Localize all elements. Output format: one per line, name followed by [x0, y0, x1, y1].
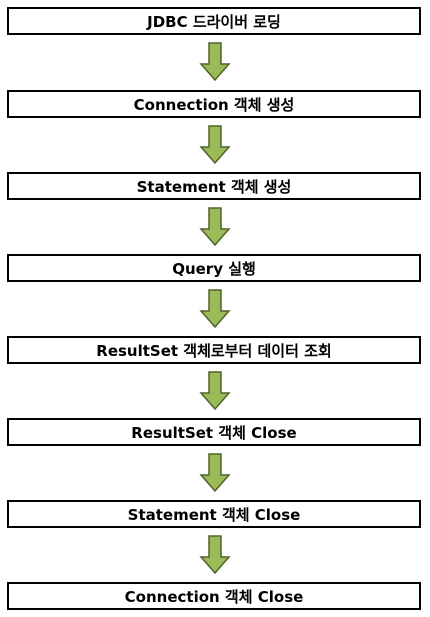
step-resultset-close: ResultSet 객체 Close — [7, 418, 421, 446]
step-label: Statement 객체 생성 — [136, 177, 292, 196]
down-arrow-icon — [199, 535, 231, 575]
step-label: Statement 객체 Close — [127, 505, 301, 524]
step-resultset-read: ResultSet 객체로부터 데이터 조회 — [7, 336, 421, 364]
down-arrow-icon — [199, 289, 231, 329]
step-jdbc-driver-loading: JDBC 드라이버 로딩 — [7, 7, 421, 35]
step-statement-close: Statement 객체 Close — [7, 500, 421, 528]
step-label: ResultSet 객체 Close — [131, 423, 297, 442]
down-arrow-icon — [199, 453, 231, 493]
down-arrow-icon — [199, 371, 231, 411]
step-label: ResultSet 객체로부터 데이터 조회 — [96, 341, 332, 360]
step-label: Connection 객체 생성 — [133, 95, 295, 114]
step-query-execute: Query 실행 — [7, 254, 421, 282]
step-label: Connection 객체 Close — [124, 587, 304, 606]
down-arrow-icon — [199, 207, 231, 247]
step-connection-create: Connection 객체 생성 — [7, 90, 421, 118]
step-connection-close: Connection 객체 Close — [7, 582, 421, 610]
down-arrow-icon — [199, 42, 231, 82]
step-label: Query 실행 — [172, 259, 256, 278]
step-label: JDBC 드라이버 로딩 — [147, 12, 281, 31]
step-statement-create: Statement 객체 생성 — [7, 172, 421, 200]
down-arrow-icon — [199, 125, 231, 165]
